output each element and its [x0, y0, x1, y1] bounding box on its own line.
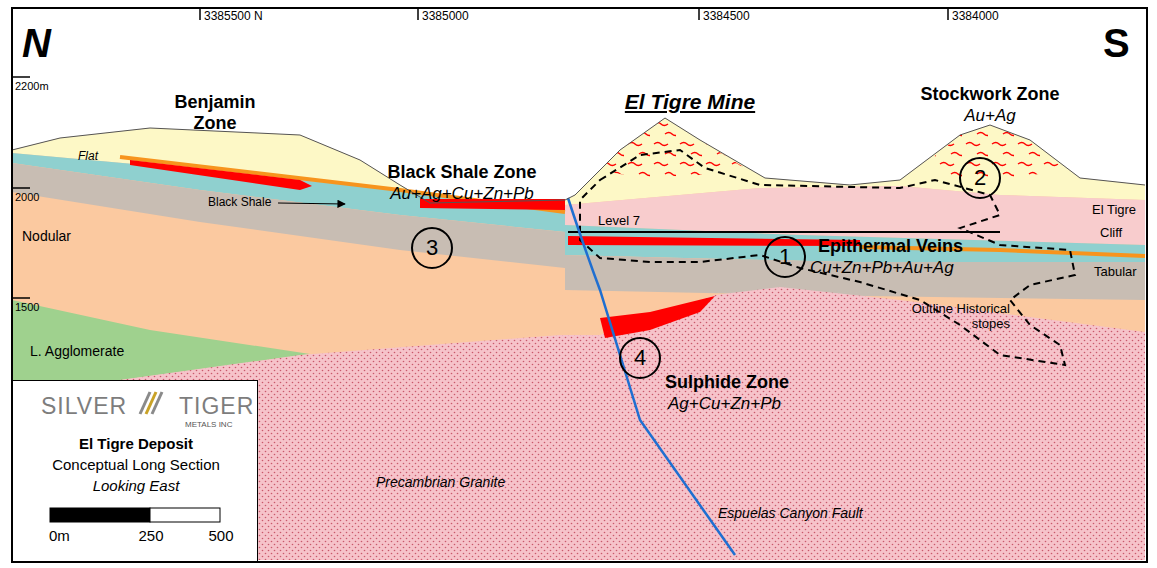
- map-label: S: [1103, 20, 1130, 66]
- map-label: Level 7: [598, 214, 640, 229]
- legend-text: Conceptual Long Section: [52, 456, 220, 473]
- stockwork-veinlets: [600, 118, 745, 178]
- map-label: Cu+Zn+Pb+Au+Ag: [810, 258, 954, 278]
- sulphide-ore: [600, 296, 715, 338]
- scale-bar: [50, 508, 150, 522]
- map-label: Nodular: [22, 228, 71, 244]
- map-label: Precambrian Granite: [376, 474, 505, 490]
- level-7-line: [568, 231, 1000, 233]
- map-label: Au+Ag: [964, 106, 1016, 126]
- map-label: N: [22, 20, 51, 66]
- callout-circle: 2: [959, 157, 1001, 199]
- map-label: 3384500: [703, 10, 750, 24]
- gray-unit: [565, 255, 1145, 300]
- logo-slashes: [140, 392, 162, 414]
- legend-text: El Tigre Deposit: [79, 435, 193, 452]
- map-label: Au+Ag+Cu+Zn+Pb: [390, 184, 534, 204]
- map-label: Sulphide Zone: [665, 372, 789, 393]
- map-label: Espuelas Canyon Fault: [718, 505, 863, 521]
- callout-number: 3: [426, 237, 438, 259]
- callout-number: 1: [779, 246, 791, 268]
- axis-ticks: [12, 8, 948, 298]
- callout-circle: 4: [619, 337, 661, 379]
- epithermal-vein: [568, 236, 860, 246]
- callout-number: 2: [974, 167, 986, 189]
- map-label: 2200m: [15, 80, 49, 93]
- ground-surface: [12, 118, 1145, 203]
- legend-text: TIGER: [179, 393, 254, 419]
- map-label: 3384000: [952, 10, 999, 24]
- stope-outline: [580, 150, 1075, 365]
- map-label: El Tigre: [1092, 203, 1136, 218]
- frame: [12, 8, 1147, 562]
- map-label: 3385000: [422, 10, 469, 24]
- leader-arrow: [278, 203, 345, 204]
- stockwork-veinlets: [930, 125, 1065, 180]
- legend-text: Looking East: [93, 477, 180, 494]
- legend-text: METALS INC: [185, 420, 232, 429]
- map-label: 1500: [15, 301, 39, 314]
- callout-circle: 1: [764, 236, 806, 278]
- legend-box: SILVER TIGERMETALS INC El Tigre DepositCon…: [12, 380, 258, 562]
- map-label: Black Shale Zone: [387, 162, 536, 183]
- map-label: Benjamin Zone: [160, 92, 270, 133]
- callout-number: 4: [634, 347, 646, 369]
- legend-text: 500: [208, 527, 233, 544]
- legend-panel: [12, 380, 258, 562]
- teal-unit: [565, 225, 1145, 262]
- map-label: El Tigre Mine: [625, 90, 755, 114]
- legend-text: 0m: [49, 527, 70, 544]
- map-label: 2000: [15, 191, 39, 204]
- map-label: Cliff: [1100, 226, 1122, 241]
- map-label: Ag+Cu+Zn+Pb: [668, 394, 781, 414]
- map-label: Flat: [78, 150, 98, 164]
- scale-bar: [150, 508, 220, 522]
- map-label: Outline Historical stopes: [870, 302, 1010, 332]
- orange-marker-bed: [120, 157, 565, 212]
- map-label: 3385500 N: [204, 10, 263, 24]
- benjamin-ore: [130, 160, 312, 190]
- map-label: Tabular: [1094, 265, 1137, 280]
- callout-circle: 3: [411, 227, 453, 269]
- legend-text: 250: [138, 527, 163, 544]
- map-label: Stockwork Zone: [920, 84, 1059, 105]
- legend-text: SILVER: [41, 393, 127, 419]
- map-label: Black Shale: [208, 196, 271, 210]
- map-label: L. Agglomerate: [30, 343, 124, 359]
- map-label: Epithermal Veins: [818, 236, 963, 257]
